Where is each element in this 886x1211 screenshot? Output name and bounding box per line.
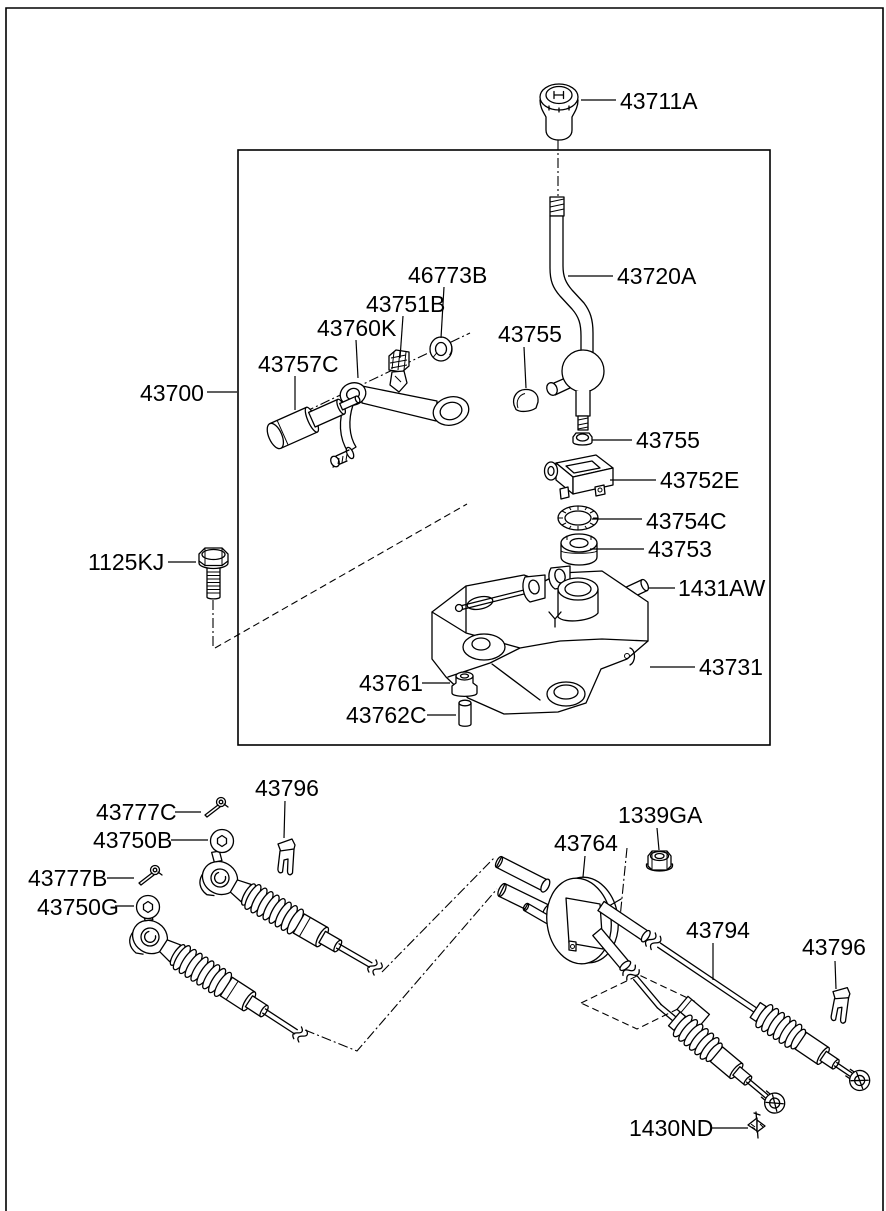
part-label-43760K: 43760K bbox=[317, 315, 397, 341]
part-retainer-bracket bbox=[543, 454, 614, 500]
page-border bbox=[5, 7, 884, 1211]
part-retaining-pin bbox=[747, 1111, 766, 1139]
part-mounting-bolt bbox=[198, 547, 229, 600]
part-lock-nut bbox=[645, 850, 674, 872]
part-label-43731: 43731 bbox=[699, 654, 763, 680]
part-label-43796-b: 43796 bbox=[802, 934, 866, 960]
cable-select-right bbox=[597, 900, 875, 1096]
part-label-43700: 43700 bbox=[140, 380, 204, 406]
part-cotter-pin-b bbox=[138, 864, 163, 886]
part-label-43762C: 43762C bbox=[346, 702, 427, 728]
part-label-43764: 43764 bbox=[554, 830, 618, 856]
part-shift-control-arm bbox=[330, 382, 470, 468]
part-lever-bushing bbox=[560, 533, 598, 566]
part-control-shaft-bolt bbox=[266, 395, 361, 450]
part-label-43720A: 43720A bbox=[617, 263, 697, 289]
part-grommet bbox=[451, 671, 478, 698]
part-stopper-pin bbox=[458, 699, 472, 727]
part-bushing-retainer-ring bbox=[557, 505, 599, 531]
part-label-43751B: 43751B bbox=[366, 291, 445, 317]
part-e-ring bbox=[429, 336, 453, 362]
part-label-43754C: 43754C bbox=[646, 508, 727, 534]
part-label-43711A: 43711A bbox=[620, 88, 698, 114]
part-label-43752E: 43752E bbox=[660, 467, 739, 493]
part-label-43777C: 43777C bbox=[96, 799, 177, 825]
part-label-1431AW: 1431AW bbox=[678, 575, 766, 601]
part-label-1125KJ: 1125KJ bbox=[88, 549, 164, 575]
part-label-43761: 43761 bbox=[359, 670, 423, 696]
part-label-43796-a: 43796 bbox=[255, 775, 319, 801]
cable-tube-stub-1 bbox=[494, 855, 551, 893]
part-label-43750G: 43750G bbox=[37, 894, 119, 920]
part-labels: 43711A 43720A 46773B 43751B 43760K 43757… bbox=[28, 88, 866, 1141]
part-cotter-pin-c bbox=[204, 796, 229, 818]
part-label-1339GA: 1339GA bbox=[618, 802, 703, 828]
part-label-43755-b: 43755 bbox=[636, 427, 700, 453]
part-lever-nut bbox=[572, 432, 593, 446]
part-label-43757C: 43757C bbox=[258, 351, 339, 377]
part-label-43794: 43794 bbox=[686, 917, 750, 943]
part-washer-g bbox=[135, 894, 161, 920]
assembly-group-box bbox=[237, 149, 771, 746]
part-lever-cap bbox=[512, 388, 539, 413]
part-label-1430ND: 1430ND bbox=[629, 1115, 713, 1141]
part-clip-right bbox=[830, 985, 851, 1025]
cable-shift-right-seg2 bbox=[656, 995, 790, 1118]
part-label-43777B: 43777B bbox=[28, 865, 107, 891]
part-control-housing bbox=[431, 565, 649, 715]
part-label-46773B: 46773B bbox=[408, 262, 487, 288]
part-shift-knob bbox=[539, 83, 579, 141]
cable-shift-right-seg1 bbox=[592, 927, 662, 1009]
part-interlock-block bbox=[388, 349, 410, 393]
part-label-43750B: 43750B bbox=[93, 827, 172, 853]
leader-lines bbox=[107, 99, 837, 1129]
part-cable-bracket-plate bbox=[546, 876, 622, 965]
part-washer-b bbox=[209, 828, 235, 854]
part-shift-lever bbox=[546, 196, 605, 431]
part-clip-upper bbox=[277, 838, 296, 876]
part-label-43753: 43753 bbox=[648, 536, 712, 562]
part-label-43755-a: 43755 bbox=[498, 321, 562, 347]
